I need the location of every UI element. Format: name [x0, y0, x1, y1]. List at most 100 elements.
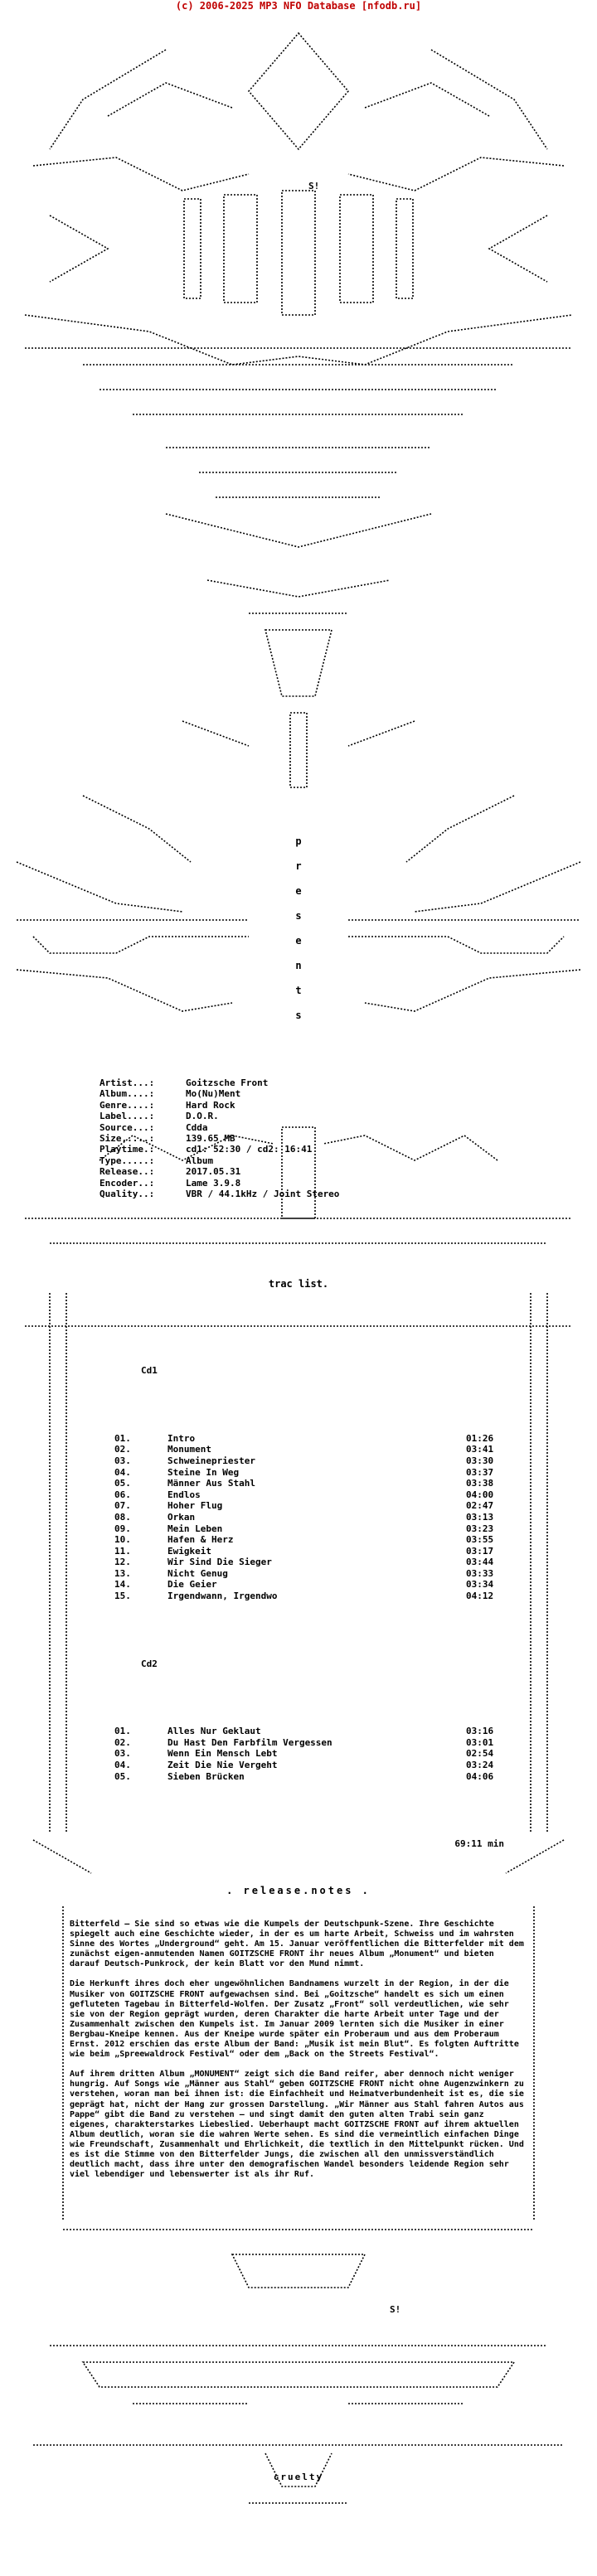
track-title: Ewigkeit	[167, 1545, 211, 1557]
track-row: 04. Steine In Weg 03:37	[114, 1467, 507, 1479]
presents-letter: s	[295, 910, 302, 922]
track-number: 09.	[114, 1523, 131, 1534]
info-value: Lame 3.9.8	[186, 1177, 241, 1189]
info-row: Label....: D.O.R.	[100, 1111, 339, 1121]
signature-footer: S!	[390, 2304, 401, 2315]
track-number: 13.	[114, 1567, 131, 1579]
info-value: 2017.05.31	[186, 1166, 241, 1178]
presents-letter: s	[295, 1010, 302, 1021]
cd1-title: Cd1	[141, 1365, 158, 1377]
presents-letter: t	[295, 985, 302, 996]
track-duration: 03:24	[466, 1759, 494, 1770]
info-row: Album....:Mo(Nu)Ment	[100, 1088, 339, 1099]
info-row: Genre....: Hard Rock	[100, 1100, 339, 1111]
track-duration: 03:33	[466, 1567, 494, 1579]
cruelty-tag: cruelty	[273, 2472, 324, 2482]
info-key: Encoder..:	[100, 1177, 155, 1189]
track-duration: 03:16	[466, 1726, 494, 1737]
track-title: Monument	[167, 1444, 211, 1455]
info-key: Artist...:	[100, 1077, 155, 1088]
site-header: (c) 2006-2025 MP3 NFO Database [nfodb.ru…	[175, 0, 422, 12]
presents-letter: r	[295, 860, 302, 872]
info-key: Playtime.:	[100, 1144, 155, 1155]
track-number: 04.	[114, 1759, 131, 1770]
track-row: 03. Wenn Ein Mensch Lebt 02:54	[114, 1748, 507, 1760]
track-number: 07.	[114, 1500, 131, 1512]
track-duration: 03:34	[466, 1579, 494, 1591]
info-row: Quality..: VBR / 44.1kHz / Joint Stereo	[100, 1189, 339, 1199]
track-row: 08. Orkan 03:13	[114, 1512, 507, 1523]
info-row: Artist...:Goitzsche Front	[100, 1077, 339, 1088]
track-duration: 03:55	[466, 1534, 494, 1546]
track-number: 03.	[114, 1748, 131, 1760]
track-duration: 03:37	[466, 1466, 494, 1478]
info-key: Release..:	[100, 1166, 155, 1178]
track-row: 04. Zeit Die Nie Vergeht 03:24	[114, 1760, 507, 1771]
info-key: Quality..:	[100, 1189, 155, 1200]
track-number: 04.	[114, 1466, 131, 1478]
track-number: 08.	[114, 1511, 131, 1523]
track-title: Zeit Die Nie Vergeht	[167, 1759, 278, 1770]
track-duration: 02:54	[466, 1748, 494, 1760]
track-number: 15.	[114, 1591, 131, 1602]
track-duration: 02:47	[466, 1500, 494, 1512]
info-row: Source...:Cdda	[100, 1122, 339, 1133]
info-value: Hard Rock	[186, 1099, 235, 1111]
notes-paragraph-1: Bitterfeld – Sie sind so etwas wie die K…	[70, 1920, 524, 1969]
track-row: 15. Irgendwann, Irgendwo 04:12	[114, 1591, 507, 1602]
track-number: 01.	[114, 1432, 131, 1444]
track-row: 11. Ewigkeit 03:17	[114, 1546, 507, 1557]
track-duration: 03:23	[466, 1523, 494, 1534]
track-title: Orkan	[167, 1511, 196, 1523]
track-number: 11.	[114, 1545, 131, 1557]
info-value: Cdda	[186, 1121, 208, 1133]
track-title: Endlos	[167, 1489, 201, 1500]
info-value: VBR / 44.1kHz / Joint Stereo	[186, 1189, 340, 1200]
info-value: 139.65 MB	[186, 1133, 235, 1145]
track-duration: 03:13	[466, 1511, 494, 1523]
track-duration: 03:41	[466, 1444, 494, 1455]
track-duration: 03:44	[466, 1557, 494, 1568]
track-duration: 03:17	[466, 1545, 494, 1557]
track-number: 05.	[114, 1478, 131, 1489]
info-row: Type.....:Album	[100, 1155, 339, 1166]
track-title: Mein Leben	[167, 1523, 223, 1534]
presents-letter: n	[295, 960, 302, 971]
track-title: Sieben Brücken	[167, 1770, 245, 1782]
track-title: Männer Aus Stahl	[167, 1478, 255, 1489]
track-duration: 04:00	[466, 1489, 494, 1500]
track-duration: 01:26	[466, 1432, 494, 1444]
notes-paragraph-2: Die Herkunft ihres doch eher ungewöhnlic…	[70, 1979, 519, 2060]
track-number: 12.	[114, 1557, 131, 1568]
track-number: 03.	[114, 1455, 131, 1466]
track-number: 06.	[114, 1489, 131, 1500]
presents-letter: e	[295, 935, 302, 947]
track-number: 02.	[114, 1736, 131, 1748]
info-row: Release..: 2017.05.31	[100, 1166, 339, 1177]
presents-letter: e	[295, 885, 302, 897]
track-title: Alles Nur Geklaut	[167, 1726, 261, 1737]
info-key: Label....:	[100, 1111, 155, 1122]
track-row: 09. Mein Leben 03:23	[114, 1523, 507, 1535]
info-row: Size.....:139.65 MB	[100, 1133, 339, 1144]
track-title: Nicht Genug	[167, 1567, 228, 1579]
info-key: Genre....:	[100, 1099, 155, 1111]
track-title: Steine In Weg	[167, 1466, 240, 1478]
info-value: D.O.R.	[186, 1111, 219, 1122]
track-duration: 04:12	[466, 1591, 494, 1602]
total-time: 69:11 min	[454, 1838, 504, 1850]
track-title: Irgendwann, Irgendwo	[167, 1591, 278, 1602]
info-key: Type.....:	[100, 1155, 155, 1166]
track-duration: 03:01	[466, 1736, 494, 1748]
track-title: Wenn Ein Mensch Lebt	[167, 1748, 278, 1760]
track-row: 13. Nicht Genug 03:33	[114, 1568, 507, 1580]
